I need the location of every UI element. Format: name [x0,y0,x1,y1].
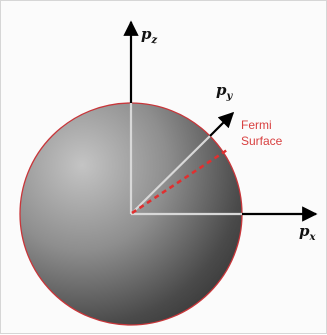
py-label: py [216,81,234,102]
pz-label: pz [141,25,158,46]
px-label: px [299,222,317,243]
py-axis-inner [130,135,211,215]
fermi-radius-line [131,148,228,215]
fermi-label-line2: Surface [241,134,283,148]
py-axis-arrow [209,111,235,137]
fermi-label-line1: Fermi [241,118,272,132]
